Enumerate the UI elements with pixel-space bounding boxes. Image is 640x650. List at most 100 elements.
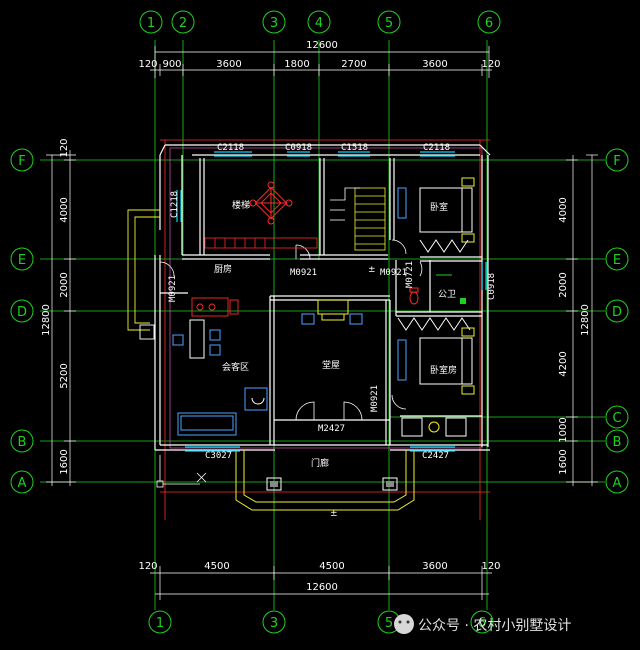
room-label-bathroom: 公卫 <box>438 289 456 300</box>
hall-furniture <box>301 299 363 325</box>
axis-bubble-2-top: 2 <box>171 10 195 34</box>
room-label-dining: 厨房 <box>214 263 232 275</box>
axis-bubble-F-right: F <box>605 148 629 172</box>
svg-text:D: D <box>17 305 27 320</box>
svg-text:±: ± <box>330 509 338 519</box>
watermark: 公众号 · 农村小别墅设计 <box>394 614 571 634</box>
svg-text:5: 5 <box>385 16 393 31</box>
room-label-stair-room: 楼梯 <box>232 199 250 211</box>
svg-text:120: 120 <box>481 561 500 572</box>
axis-grid <box>40 40 605 610</box>
label-c2427: C2427 <box>422 451 449 461</box>
svg-text:2700: 2700 <box>341 59 366 70</box>
label-c0918-right: C0918 <box>487 273 497 300</box>
svg-text:2000: 2000 <box>59 272 70 297</box>
axis-bubble-B-left: B <box>10 429 34 453</box>
svg-text:3: 3 <box>270 16 278 31</box>
axis-bubble-1-bottom: 1 <box>148 610 172 634</box>
axis-bubble-F-left: F <box>10 148 34 172</box>
guest-furniture <box>172 319 268 436</box>
svg-text:1800: 1800 <box>284 59 309 70</box>
dimension-bottom <box>150 566 492 600</box>
dimension-left <box>46 150 76 486</box>
svg-text:1600: 1600 <box>558 449 569 474</box>
porch <box>235 450 415 511</box>
dimension-bottom-labels: 120 4500 4500 3600 120 12600 <box>138 561 500 593</box>
svg-text:1: 1 <box>156 616 164 631</box>
svg-text:12800: 12800 <box>580 304 591 336</box>
svg-text:1: 1 <box>147 16 155 31</box>
axis-bubble-3-top: 3 <box>262 10 286 34</box>
origin-marker <box>156 455 207 488</box>
watermark-text: 公众号 · 农村小别墅设计 <box>418 618 571 634</box>
label-m2427: M2427 <box>318 424 345 434</box>
bathroom-fixtures <box>409 274 466 305</box>
svg-text:6: 6 <box>478 616 486 631</box>
axis-bubble-B-right: B <box>605 429 629 453</box>
room-label-porch: 门廊 <box>311 457 329 469</box>
svg-text:4000: 4000 <box>558 197 569 222</box>
bedroom-main-furniture <box>397 317 475 437</box>
axis-bubbles-top: 1 2 3 4 5 6 <box>139 10 501 34</box>
label-c1518: C1518 <box>341 143 368 153</box>
svg-text:E: E <box>18 253 26 268</box>
svg-text:12800: 12800 <box>41 304 52 336</box>
svg-text:3600: 3600 <box>422 561 447 572</box>
dining-set <box>191 297 239 317</box>
svg-text:5200: 5200 <box>59 363 70 388</box>
svg-text:900: 900 <box>162 59 181 70</box>
label-c1218: C1218 <box>170 191 180 218</box>
axis-bubble-A-left: A <box>10 470 34 494</box>
svg-text:D: D <box>612 305 622 320</box>
axis-bubble-3-bottom: 3 <box>262 610 286 634</box>
room-label-bedroom-top: 卧室 <box>430 201 448 213</box>
dimension-top <box>150 46 492 78</box>
svg-text:E: E <box>613 253 621 268</box>
svg-text:4200: 4200 <box>558 351 569 376</box>
axis-bubbles-right: F E D C B A <box>605 148 629 494</box>
label-m0921-d: M0921 <box>370 385 380 412</box>
svg-text:4500: 4500 <box>204 561 229 572</box>
doors <box>159 239 423 421</box>
label-c2118-left: C2118 <box>217 143 244 153</box>
axis-bubbles-left: F E D B A <box>10 148 34 494</box>
label-m0721: M0721 <box>405 261 415 288</box>
svg-text:120: 120 <box>138 59 157 70</box>
walls <box>154 144 491 451</box>
label-m0921-a: M0921 <box>290 268 317 278</box>
svg-text:5: 5 <box>385 616 393 631</box>
svg-text:3600: 3600 <box>216 59 241 70</box>
axis-bubble-1-top: 1 <box>139 10 163 34</box>
axis-bubble-E-right: E <box>605 247 629 271</box>
label-c2118-right: C2118 <box>423 143 450 153</box>
room-label-bedroom-main: 卧室房 <box>430 364 457 376</box>
svg-text:120: 120 <box>481 59 500 70</box>
room-label-guest: 会客区 <box>222 361 249 373</box>
dimension-right <box>566 154 598 486</box>
axis-bubble-4-top: 4 <box>307 10 331 34</box>
axis-bubble-D-right: D <box>605 299 629 323</box>
axis-bubbles-bottom: 1 3 5 6 <box>148 610 494 634</box>
label-c0918: C0918 <box>285 143 312 153</box>
axis-bubble-A-right: A <box>605 470 629 494</box>
svg-text:120: 120 <box>59 138 70 157</box>
axis-bubble-E-left: E <box>10 247 34 271</box>
svg-text:F: F <box>613 154 620 169</box>
svg-text:6: 6 <box>485 16 493 31</box>
dimension-left-labels: 120 4000 2000 5200 1600 12800 <box>41 138 70 474</box>
svg-text:F: F <box>18 154 25 169</box>
svg-text:2000: 2000 <box>558 272 569 297</box>
axis-bubble-C-right: C <box>605 405 629 429</box>
room-labels: 楼梯 厨房 卧室 公卫 卧室房 堂屋 会客区 门廊 <box>214 199 457 469</box>
svg-text:3: 3 <box>270 616 278 631</box>
opening-labels: C2118 C0918 C1518 C2118 C1218 M0921 M092… <box>168 143 497 461</box>
dimension-right-labels: 4000 2000 4200 1000 1600 12800 <box>558 197 591 474</box>
svg-text:4500: 4500 <box>319 561 344 572</box>
svg-text:A: A <box>613 476 622 491</box>
svg-text:120: 120 <box>138 561 157 572</box>
level-marks: ± ± <box>330 265 376 519</box>
label-m0921-b: M0921 <box>380 268 407 278</box>
svg-text:3600: 3600 <box>422 59 447 70</box>
svg-text:A: A <box>18 476 27 491</box>
